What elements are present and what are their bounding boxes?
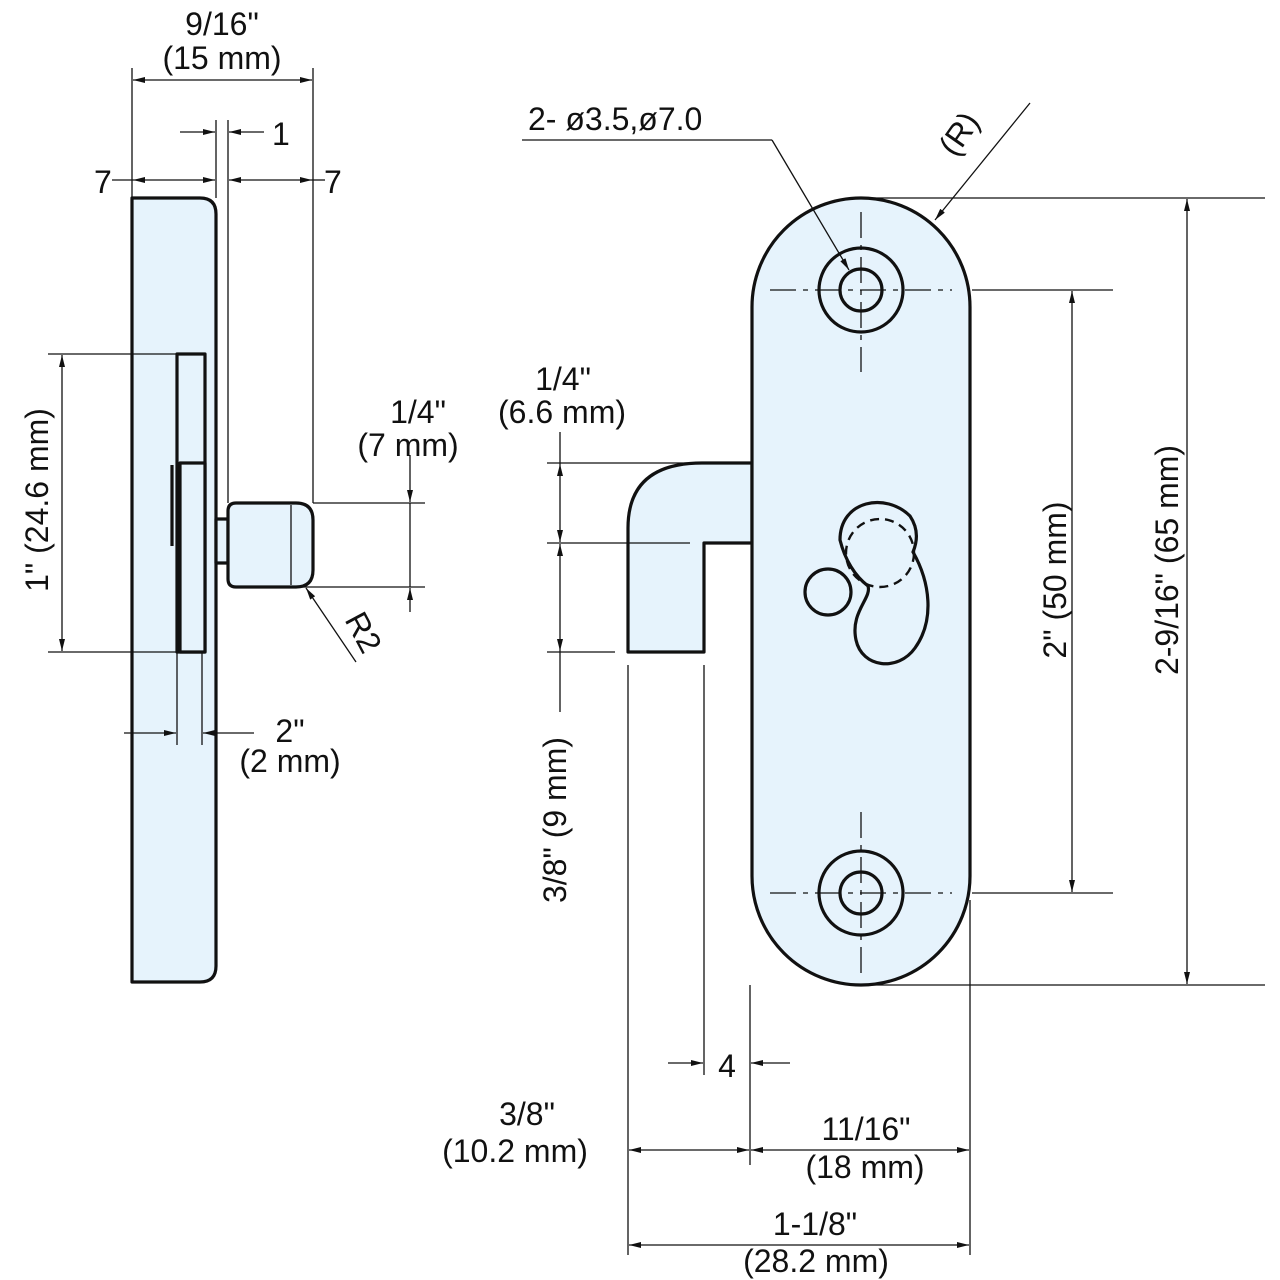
- arm-width-mm: (6.6 mm): [498, 394, 626, 430]
- side-width-inch: 9/16": [185, 6, 259, 42]
- front-view: 2- ø3.5,ø7.0 (R) 2-9/16" (65 mm) 2" (50 …: [442, 101, 1265, 1279]
- arm-length-inch: 3/8": [499, 1096, 555, 1132]
- front-view-arm: [626, 461, 754, 654]
- overall-height-label: 2-9/16" (65 mm): [1149, 445, 1185, 675]
- plate-height-label: 1" (24.6 mm): [19, 408, 55, 592]
- arm-length-mm: (10.2 mm): [442, 1133, 588, 1169]
- arm-drop-label: 3/8" (9 mm): [537, 737, 573, 903]
- arm-width-inch: 1/4": [535, 361, 591, 397]
- body-width-inch: 11/16": [821, 1111, 910, 1147]
- hole-spec-leader: [771, 139, 850, 271]
- hole-spec-label: 2- ø3.5,ø7.0: [528, 101, 702, 137]
- pin-height-mm: (7 mm): [357, 427, 458, 463]
- side-width-mm: (15 mm): [162, 40, 281, 76]
- side-view-pin: [226, 501, 315, 589]
- slot-label: 4: [718, 1048, 736, 1084]
- pin-radius-label: R2: [338, 606, 389, 659]
- side-view-pin-neck: [214, 517, 230, 565]
- body-width-mm: (18 mm): [805, 1149, 924, 1185]
- radius-label: (R): [932, 105, 987, 162]
- front-view-body: [750, 196, 972, 987]
- total-width-inch: 1-1/8": [773, 1206, 857, 1242]
- plate-thickness-mm: (2 mm): [239, 743, 340, 779]
- side-view: 9/16" (15 mm) 1 7 7 1/4" (7 mm) R2 1" (2…: [19, 6, 459, 984]
- total-width-mm: (28.2 mm): [743, 1243, 889, 1279]
- kidney-slot: [838, 500, 930, 666]
- hidden-pivot-circle: [844, 517, 916, 589]
- radius-leader: [934, 102, 1031, 221]
- pivot-small-circle: [803, 567, 853, 617]
- gap-label: 1: [272, 116, 290, 152]
- side-view-bracket-lower: [178, 461, 207, 654]
- hole-spacing-label: 2" (50 mm): [1037, 501, 1073, 658]
- left-offset-label: 7: [94, 164, 112, 200]
- right-offset-label: 7: [324, 164, 342, 200]
- plate-thickness-inch: 2": [275, 713, 304, 749]
- pin-radius-leader: [305, 587, 357, 663]
- pin-height-inch: 1/4": [390, 394, 446, 430]
